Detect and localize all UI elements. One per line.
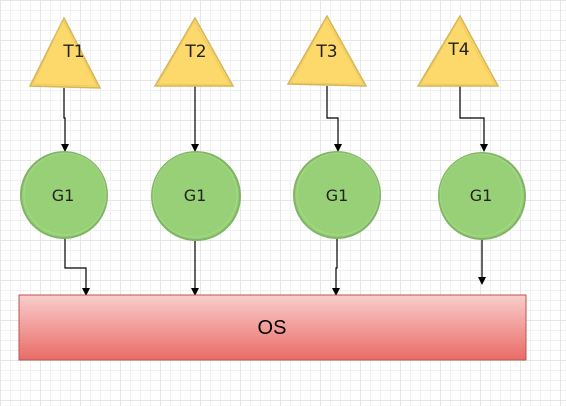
thread-t1[interactable]: T1 — [28, 16, 102, 89]
goroutine-4[interactable]: G1 — [438, 152, 526, 240]
thread-t4[interactable]: T4 — [416, 14, 500, 87]
os-block[interactable]: OS — [18, 294, 527, 361]
thread-label: T2 — [184, 42, 206, 62]
connector-g1c-os — [332, 238, 340, 296]
goroutine-3[interactable]: G1 — [293, 151, 381, 239]
connector-t1-g1 — [61, 88, 69, 152]
goroutine-2[interactable]: G1 — [151, 151, 241, 241]
goroutine-label: G1 — [470, 186, 493, 205]
thread-label: T1 — [62, 42, 84, 62]
goroutine-label: G1 — [184, 186, 207, 205]
os-label: OS — [258, 317, 287, 339]
connector-g1a-os — [64, 238, 90, 296]
connector-t4-g1 — [459, 86, 488, 152]
goroutine-label: G1 — [326, 186, 349, 205]
connector-t3-g1 — [326, 86, 342, 152]
thread-label: T4 — [447, 40, 469, 60]
goroutine-label: G1 — [52, 186, 75, 205]
goroutine-1[interactable]: G1 — [20, 151, 108, 239]
thread-label: T3 — [315, 42, 337, 62]
thread-t3[interactable]: T3 — [286, 14, 368, 87]
thread-t2[interactable]: T2 — [153, 16, 235, 87]
